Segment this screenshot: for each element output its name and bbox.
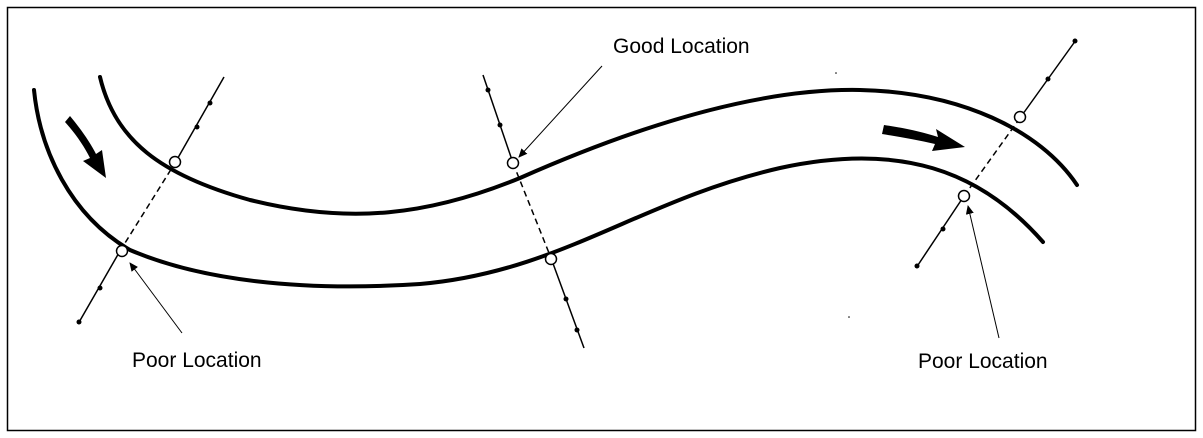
cross-section-left (76, 76, 225, 325)
bank-point (544, 252, 558, 266)
label-poor-location-right: Poor Location (918, 350, 1048, 373)
gauge-point (76, 319, 82, 325)
river-bank-lower (32, 88, 1045, 289)
gauge-point (207, 100, 213, 106)
gauge-point (914, 263, 920, 269)
bank-point (168, 155, 182, 169)
gauge-point (563, 296, 569, 302)
gauge-point (1045, 76, 1051, 82)
leader-line-good (518, 65, 603, 158)
label-good-location: Good Location (613, 35, 750, 58)
gauge-point (497, 122, 503, 128)
gauge-point (97, 285, 103, 291)
gauge-point (940, 226, 946, 232)
gauge-point (574, 327, 580, 333)
cross-section-right (914, 38, 1078, 269)
bank-point (115, 244, 129, 258)
cross-section-middle (482, 74, 585, 349)
flow-arrow-right (882, 125, 965, 151)
leader-line-poor-left (129, 262, 183, 334)
gauge-point (1072, 38, 1078, 44)
bank-point (1013, 110, 1027, 124)
bank-point (506, 156, 520, 170)
flow-arrow-left (65, 116, 106, 178)
river-bank-upper (98, 75, 1079, 216)
leader-line-poor-right (965, 205, 1000, 339)
bank-point (957, 189, 971, 203)
speck (848, 316, 850, 318)
label-poor-location-left: Poor Location (132, 349, 262, 372)
figure-frame (6, 6, 1197, 432)
gauge-point (485, 87, 491, 93)
gauge-point (194, 124, 200, 130)
speck (835, 72, 837, 74)
